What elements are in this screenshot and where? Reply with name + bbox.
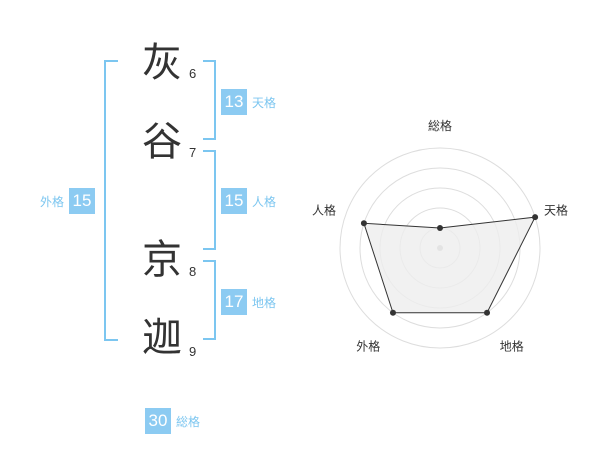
chikaku-value: 17 xyxy=(221,289,247,315)
name-char-4: 迦 xyxy=(142,315,182,361)
chikaku-score: 17 地格 xyxy=(221,289,276,315)
gaikaku-value: 15 xyxy=(69,188,96,214)
tenkaku-score: 13 天格 xyxy=(221,89,276,115)
radar-axis-label-1: 総格 xyxy=(428,118,452,133)
stroke-count-4: 9 xyxy=(189,344,197,359)
tenkaku-label: 天格 xyxy=(252,95,277,110)
soukaku-score: 30 総格 xyxy=(145,408,200,434)
jinkaku-bracket xyxy=(203,150,216,250)
chikaku-bracket xyxy=(203,260,216,340)
name-char-2: 谷 xyxy=(142,119,182,165)
gaikaku-bracket xyxy=(104,60,118,341)
stroke-count-3: 8 xyxy=(189,264,197,279)
stroke-count-1: 6 xyxy=(189,66,197,81)
chikaku-label: 地格 xyxy=(252,295,277,310)
radar-grid-ring xyxy=(339,147,541,349)
tenkaku-bracket xyxy=(203,60,216,140)
radar-series-area xyxy=(363,216,536,314)
radar-point-2 xyxy=(532,214,539,221)
soukaku-label: 総格 xyxy=(176,414,201,429)
radar-axis-label-4: 外格 xyxy=(356,339,380,354)
radar-axis-label-3: 地格 xyxy=(500,339,524,354)
name-char-3: 京 xyxy=(142,237,182,283)
gaikaku-label: 外格 xyxy=(40,194,65,209)
radar-axis-label-5: 人格 xyxy=(312,202,336,217)
jinkaku-label: 人格 xyxy=(252,194,277,209)
radar-axis-label-2: 天格 xyxy=(544,202,568,217)
radar-point-3 xyxy=(484,309,491,316)
stroke-count-2: 7 xyxy=(189,145,197,160)
jinkaku-value: 15 xyxy=(221,188,247,214)
soukaku-value: 30 xyxy=(145,408,171,434)
jinkaku-score: 15 人格 xyxy=(221,188,276,214)
gaikaku-score: 外格 15 xyxy=(40,188,96,214)
tenkaku-value: 13 xyxy=(221,89,247,115)
radar-point-5 xyxy=(360,220,367,227)
radar-point-4 xyxy=(389,309,396,316)
name-char-1: 灰 xyxy=(142,40,182,86)
radar-point-1 xyxy=(437,225,443,231)
